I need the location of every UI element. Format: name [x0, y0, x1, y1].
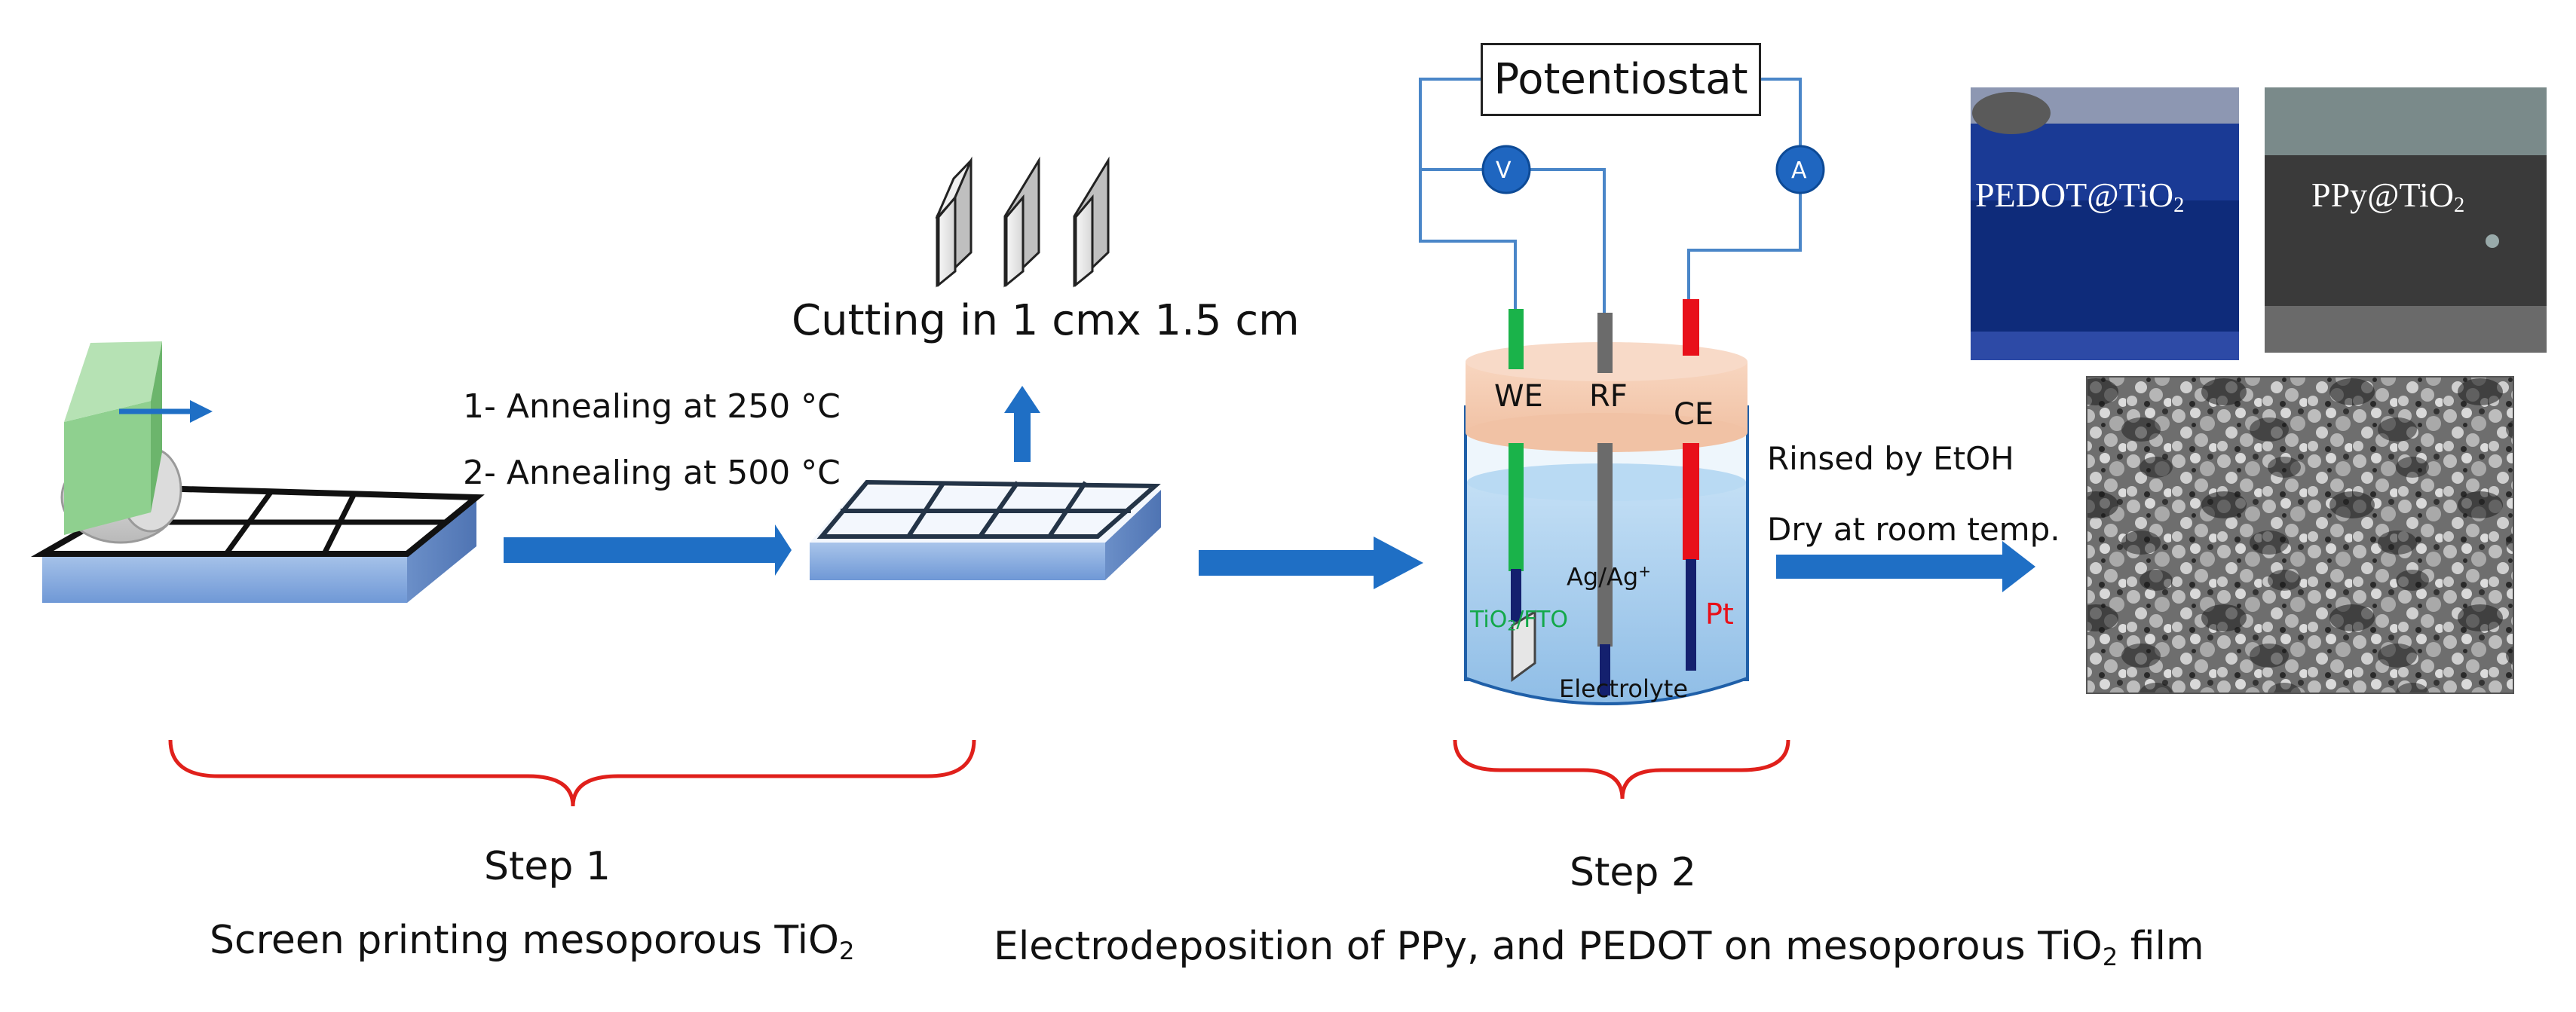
reference-electrode-label: Ag/Ag+ [1567, 564, 1651, 589]
electrolyte-label: Electrolyte [1559, 674, 1689, 703]
ce-label: CE [1674, 397, 1714, 432]
ppy-sub: 2 [2454, 194, 2465, 218]
tio2-fto-sample [1511, 610, 1536, 682]
screen-printing-setup [30, 341, 485, 603]
potentiostat-label: Potentiostat [1493, 55, 1748, 104]
annealed-front [810, 543, 1105, 580]
cut-sample [1003, 156, 1040, 288]
step1-title: Step 1 [484, 844, 611, 889]
annealed-top [810, 486, 1161, 543]
arrow-to-cell [1199, 537, 1423, 589]
step1-brace [168, 739, 976, 807]
cut-sample [1073, 156, 1110, 288]
step2-caption: Electrodeposition of PPy, and PEDOT on m… [994, 927, 2204, 969]
working-sample-label: TiO2/FTO [1470, 609, 1568, 634]
squeegee-side [151, 341, 162, 512]
squeegee-front [64, 401, 151, 535]
fto-text: /FTO [1516, 607, 1568, 633]
annealing-step-2: 2- Annealing at 500 °C [463, 454, 841, 492]
ammeter-label: A [1791, 157, 1807, 184]
screen-grid-line [321, 492, 357, 555]
pedot-photo-label: PEDOT@TiO2 [1975, 178, 2184, 217]
step1-caption: Screen printing mesoporous TiO2 [210, 921, 855, 963]
step2-brace [1453, 739, 1790, 800]
annealed-grid-frame [816, 479, 1161, 539]
photo-pedot-tio2 [1971, 87, 2239, 360]
ppy-main: PPy@TiO [2311, 176, 2455, 214]
reference-sup: + [1638, 562, 1651, 580]
cut-sample [935, 156, 973, 288]
tio-text: TiO [1470, 607, 1508, 633]
cut-samples [935, 156, 1110, 288]
counter-material-label: Pt [1705, 598, 1734, 631]
sem-image [2086, 376, 2514, 694]
potentiostat-box: Potentiostat [1481, 43, 1761, 116]
step2-title: Step 2 [1570, 850, 1697, 895]
arrow-to-cutting [1004, 386, 1040, 462]
reference-main: Ag/Ag [1567, 562, 1639, 592]
we-label: WE [1494, 379, 1543, 414]
pedot-sub: 2 [2173, 194, 2185, 218]
annealed-substrate [810, 479, 1161, 580]
tio-sub: 2 [1507, 618, 1517, 634]
step2-caption-main: Electrodeposition of PPy, and PEDOT on m… [994, 924, 2103, 969]
substrate-front [42, 554, 407, 603]
squeegee-top [64, 341, 162, 422]
step2-caption-sub: 2 [2102, 943, 2118, 972]
wiring [1419, 78, 1802, 316]
working-electrode [1509, 309, 1524, 369]
step2-caption-tail: film [2118, 924, 2204, 969]
step1-caption-main: Screen printing mesoporous TiO [210, 918, 839, 963]
annealed-side [1105, 490, 1161, 580]
voltmeter-label: V [1496, 157, 1512, 184]
dry-label: Dry at room temp. [1767, 511, 2060, 548]
ammeter-icon [1775, 145, 1825, 194]
counter-electrode [1683, 299, 1699, 356]
step1-caption-sub: 2 [838, 937, 855, 966]
rf-label: RF [1589, 379, 1628, 414]
pedot-main: PEDOT@TiO [1975, 176, 2174, 214]
arrow-to-characterization [1776, 541, 2035, 592]
voltmeter-icon [1481, 145, 1531, 194]
electrochemical-cell [1419, 78, 1825, 705]
ppy-photo-label: PPy@TiO2 [2311, 178, 2464, 217]
rinse-label: Rinsed by EtOH [1767, 440, 2014, 477]
reference-electrode [1597, 313, 1613, 373]
annealing-step-1: 1- Annealing at 250 °C [463, 387, 841, 426]
photo-ppy-tio2 [2265, 87, 2547, 353]
screen-grid-line [224, 489, 274, 556]
print-direction-arrowhead [190, 400, 213, 423]
substrate-side [407, 497, 476, 603]
cutting-label: Cutting in 1 cmx 1.5 cm [792, 296, 1300, 345]
arrow-to-annealing [504, 524, 792, 576]
